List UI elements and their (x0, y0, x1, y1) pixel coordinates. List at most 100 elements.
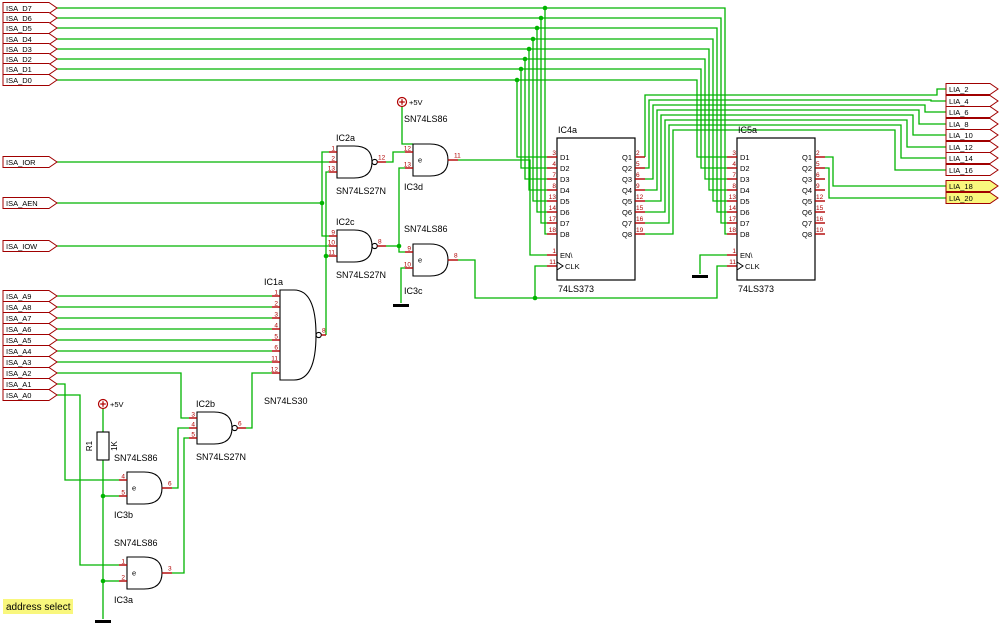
pin-name: Q7 (802, 219, 812, 228)
wire (825, 167, 946, 199)
net-flag (2, 301, 58, 313)
ground-symbol (95, 620, 111, 623)
junction-dot (319, 200, 325, 206)
net-flag-label: ISA_A2 (6, 369, 31, 378)
net-flag (2, 63, 58, 75)
gate-IC3a (126, 556, 163, 590)
pin-number: 7 (732, 172, 736, 179)
gate-symbol: e (132, 569, 136, 578)
net-flag-label: LIA_18 (949, 182, 973, 191)
pin-number: 3 (168, 566, 172, 573)
wire (532, 39, 547, 202)
junction-dot (100, 493, 106, 499)
pin-number: 13 (549, 194, 557, 201)
net-flag-label: ISA_IOW (6, 242, 38, 251)
pin-number: 9 (636, 183, 640, 190)
net-flag (2, 334, 58, 346)
wire (645, 109, 946, 191)
pin-number: 3 (274, 312, 278, 319)
pin-number: 17 (549, 216, 557, 223)
net-flag-label: ISA_D6 (6, 14, 32, 23)
net-flag (945, 152, 999, 164)
vcc-symbol (97, 398, 109, 410)
inverter-bubble (371, 158, 378, 166)
junction-dot (542, 5, 548, 11)
net-flag-label: ISA_D5 (6, 24, 32, 33)
pin-number: 13 (404, 162, 412, 169)
pin-number: 16 (636, 216, 644, 223)
pin-name: Q5 (622, 197, 632, 206)
pin-number: 18 (729, 227, 737, 234)
net-flag-label: LIA_16 (949, 166, 973, 175)
gate-ref: IC3c (404, 286, 423, 296)
wire (57, 383, 119, 481)
pin-number: 5 (191, 432, 195, 439)
pin-name: D2 (560, 164, 570, 173)
net-flag (945, 95, 999, 107)
wire (520, 69, 547, 169)
pin-name: Q8 (802, 230, 812, 239)
net-flag (2, 33, 58, 45)
pin-name: EN\ (560, 251, 573, 260)
inverter-bubble (371, 242, 378, 250)
wire (645, 114, 946, 202)
pin-number: 9 (331, 230, 335, 237)
pin-number: 14 (549, 205, 557, 212)
pin-number: 10 (328, 240, 336, 247)
net-flag (2, 367, 58, 379)
pin-name: Q7 (622, 219, 632, 228)
net-flag (2, 389, 58, 401)
pin-name: Q8 (622, 230, 632, 239)
wire (57, 58, 727, 180)
net-flag (2, 74, 58, 86)
net-flag-label: ISA_A5 (6, 336, 31, 345)
pin-number: 2 (274, 301, 278, 308)
wire (57, 68, 727, 169)
vcc-label: +5V (409, 98, 423, 107)
wire (699, 254, 727, 274)
wire (57, 151, 329, 204)
gate-symbol: e (418, 256, 422, 265)
gate-ref: IC3d (404, 182, 423, 192)
pin-number: 2 (816, 150, 820, 157)
junction-dot (518, 66, 524, 72)
ground-symbol (393, 304, 409, 307)
junction-dot (100, 578, 106, 584)
net-flag (2, 53, 58, 65)
pin-number: 1 (331, 146, 335, 153)
pin-name: EN\ (740, 251, 753, 260)
net-flag-label: LIA_14 (949, 154, 973, 163)
pin-number: 5 (121, 490, 125, 497)
pin-name: CLK (745, 262, 760, 271)
junction-dot (534, 25, 540, 31)
pin-number: 8 (454, 253, 458, 260)
wire (536, 28, 547, 213)
note-text: address select (6, 602, 71, 613)
net-flag-label: ISA_D3 (6, 45, 32, 54)
net-flag (2, 2, 58, 14)
wire (57, 79, 727, 158)
pin-name: D3 (740, 175, 750, 184)
net-flag (2, 156, 58, 168)
pin-name: D4 (740, 186, 750, 195)
pin-number: 17 (729, 216, 737, 223)
junction-dot (396, 243, 402, 249)
pin-name: Q6 (622, 208, 632, 217)
pin-number: 8 (378, 239, 382, 246)
gate-ref: IC2b (196, 399, 215, 409)
pin-number: 8 (322, 328, 326, 335)
pin-number: 4 (274, 323, 278, 330)
pin-number: 12 (378, 155, 386, 162)
gate-part: SN74LS86 (404, 224, 448, 234)
pin-number: 13 (328, 166, 336, 173)
junction-dot (514, 77, 520, 83)
net-flag-label: ISA_A3 (6, 358, 31, 367)
pin-name: Q4 (802, 186, 812, 195)
ic-ref: IC4a (558, 125, 577, 135)
pin-number: 1 (274, 290, 278, 297)
pin-name: D5 (560, 197, 570, 206)
pin-number: 2 (121, 575, 125, 582)
pin-name: D6 (560, 208, 570, 217)
